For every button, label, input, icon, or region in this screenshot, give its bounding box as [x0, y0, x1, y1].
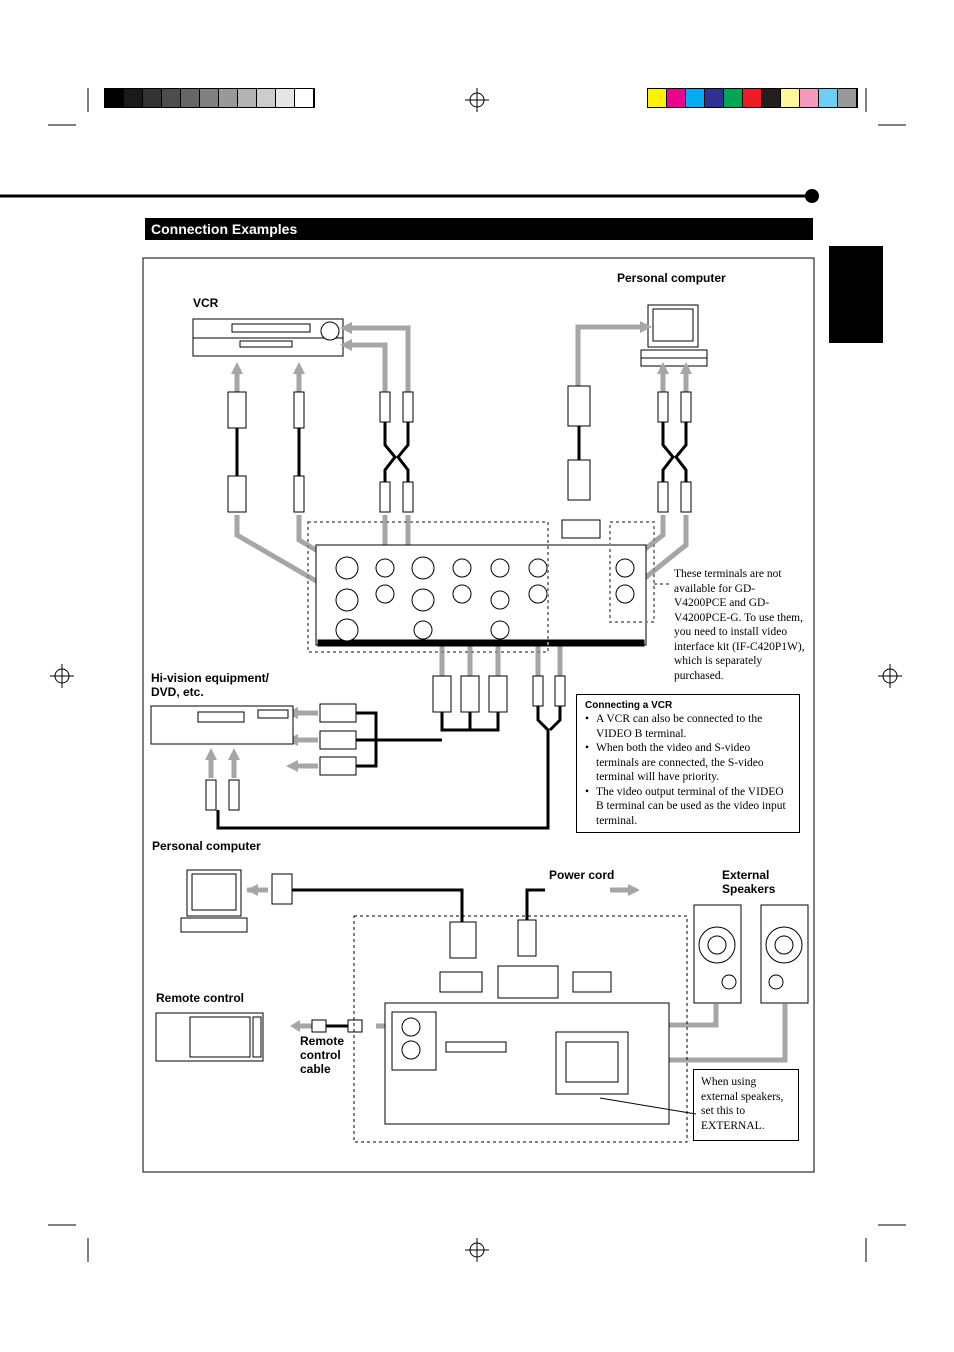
rear-panel-bottom [384, 965, 670, 1125]
color-swatch [667, 89, 686, 107]
color-swatch [705, 89, 724, 107]
list-item: The video output terminal of the VIDEO B… [585, 785, 791, 829]
terminal-panel [315, 519, 647, 647]
gray-swatch [162, 89, 181, 107]
black-cables [216, 422, 688, 1028]
gray-swatch [276, 89, 295, 107]
external-speakers-label: External Speakers [722, 868, 776, 896]
list-item: When both the video and S-video terminal… [585, 741, 791, 785]
vcr-device [192, 318, 344, 357]
crop-marks [48, 88, 906, 1262]
gray-swatch [219, 89, 238, 107]
speaker-note-pointer [599, 1097, 697, 1115]
gray-swatch [143, 89, 162, 107]
color-swatch [762, 89, 781, 107]
connecting-vcr-list: A VCR can also be connected to the VIDEO… [585, 712, 791, 828]
pc-bottom-device [180, 869, 248, 933]
remote-control-device [155, 1012, 264, 1062]
gray-swatch [257, 89, 276, 107]
pc-top-device [640, 304, 708, 367]
header-rule-dot [805, 189, 819, 203]
language-side-tab [829, 246, 883, 343]
speaker-left [693, 904, 742, 1004]
grayscale-calibration-bar [104, 88, 315, 108]
gray-swatch [181, 89, 200, 107]
color-swatch [648, 89, 667, 107]
vcr-label: VCR [193, 296, 219, 310]
hivision-device [150, 705, 294, 745]
connectors [205, 385, 692, 1033]
color-swatch [686, 89, 705, 107]
color-swatch [724, 89, 743, 107]
color-swatch [800, 89, 819, 107]
gray-swatch [295, 89, 314, 107]
pc-top-label: Personal computer [617, 271, 726, 285]
pc-bottom-label: Personal computer [152, 839, 261, 853]
color-swatch [838, 89, 857, 107]
gray-swatch [105, 89, 124, 107]
gray-swatch [200, 89, 219, 107]
list-item: A VCR can also be connected to the VIDEO… [585, 712, 791, 741]
color-swatch [781, 89, 800, 107]
speaker-right [760, 904, 809, 1004]
hivision-label: Hi-vision equipment/ DVD, etc. [151, 671, 270, 699]
color-swatch [743, 89, 762, 107]
gray-swatch [124, 89, 143, 107]
dotted-outline-top [307, 521, 672, 653]
power-cord-label: Power cord [549, 868, 615, 882]
connecting-vcr-box: Connecting a VCR A VCR can also be conne… [576, 694, 800, 833]
remote-control-label: Remote control [156, 991, 245, 1005]
speaker-setting-note: When using external speakers, set this t… [693, 1069, 799, 1141]
terminal-availability-note: These terminals are not available for GD… [674, 568, 805, 682]
remote-cable-label: Remote control cable [300, 1034, 345, 1076]
color-swatch [819, 89, 838, 107]
dotted-outline-bottom [353, 915, 688, 1143]
connecting-vcr-title: Connecting a VCR [585, 700, 673, 711]
gray-swatch [238, 89, 257, 107]
color-calibration-bar [647, 88, 858, 108]
section-title: Connection Examples [145, 218, 813, 240]
diagram-frame [142, 257, 815, 1173]
